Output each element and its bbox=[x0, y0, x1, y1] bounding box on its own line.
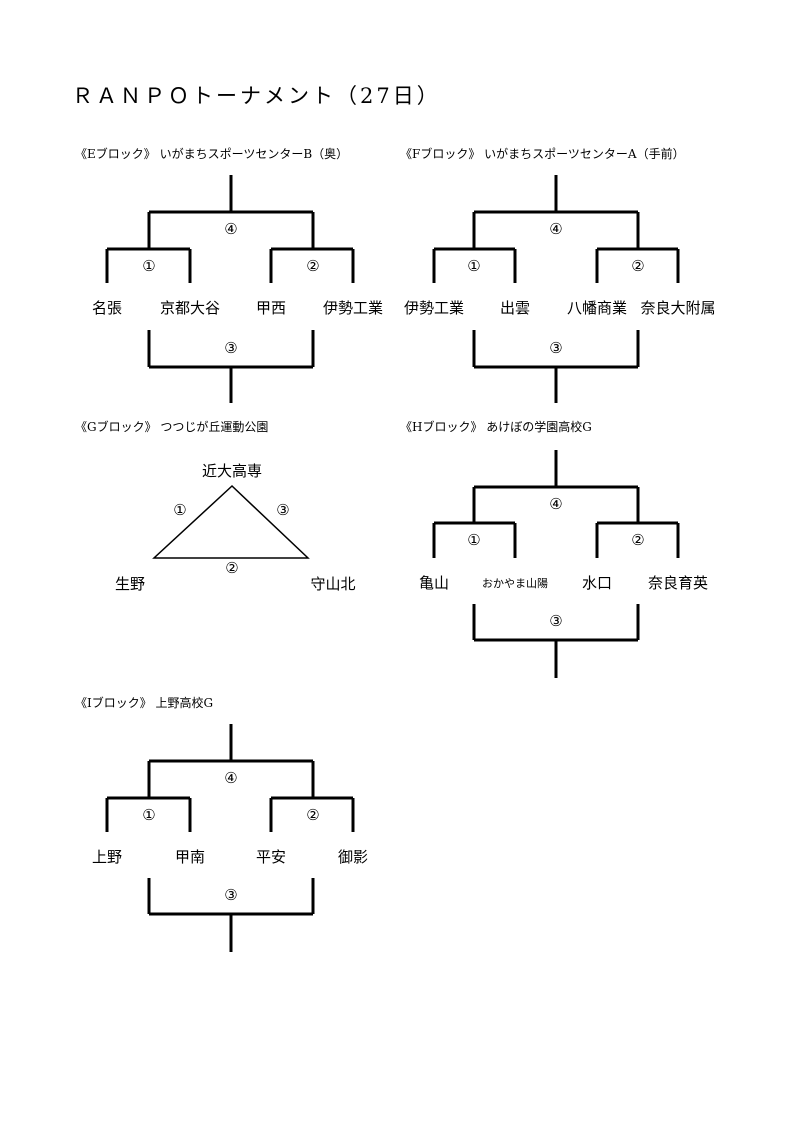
match-2-label: ② bbox=[225, 559, 239, 577]
team-label: 近大高専 bbox=[201, 462, 263, 480]
block-header: 《Fブロック》 いがまちスポーツセンターA（手前） bbox=[400, 147, 685, 161]
match-2-label: ② bbox=[631, 257, 645, 275]
team-label: 水口 bbox=[581, 574, 613, 592]
block-header: 《Gブロック》 つつじが丘運動公園 bbox=[75, 420, 269, 434]
block-header: 《Eブロック》 いがまちスポーツセンターB（奥） bbox=[75, 147, 349, 161]
team-label: 伊勢工業 bbox=[322, 299, 384, 317]
team-label: 奈良育英 bbox=[647, 574, 709, 592]
page-title: ＲＡＮＰＯトーナメント（27日） bbox=[72, 84, 441, 108]
bracket-lines bbox=[432, 450, 680, 678]
team-label: 御影 bbox=[337, 848, 369, 866]
match-4-label: ④ bbox=[224, 769, 238, 787]
match-4-label: ④ bbox=[549, 495, 563, 513]
team-label: 名張 bbox=[91, 299, 123, 317]
bracket-block-h: 《Hブロック》 あけぼの学園高校G ④ ① ② ③ 亀山 おかやま山陽 水口 奈… bbox=[400, 418, 710, 678]
team-label: 平安 bbox=[255, 848, 287, 866]
team-label: 守山北 bbox=[310, 575, 356, 593]
match-3-label: ③ bbox=[224, 886, 238, 904]
team-label: 甲西 bbox=[255, 299, 287, 317]
match-2-label: ② bbox=[306, 806, 320, 824]
team-label: 八幡商業 bbox=[566, 299, 628, 317]
team-label: 生野 bbox=[114, 575, 146, 593]
block-header: 《Iブロック》 上野高校G bbox=[75, 696, 214, 710]
team-label: おかやま山陽 bbox=[482, 577, 548, 590]
team-label: 京都大谷 bbox=[159, 299, 221, 317]
team-label: 伊勢工業 bbox=[403, 299, 465, 317]
team-label: 出雲 bbox=[499, 299, 531, 317]
team-label: 奈良大附属 bbox=[640, 299, 716, 317]
match-1-label: ① bbox=[173, 501, 187, 519]
match-4-label: ④ bbox=[224, 220, 238, 238]
block-header: 《Hブロック》 あけぼの学園高校G bbox=[400, 420, 592, 434]
bracket-lines bbox=[432, 175, 680, 403]
match-3-label: ③ bbox=[276, 501, 290, 519]
round-robin-triangle bbox=[152, 484, 310, 559]
match-2-label: ② bbox=[631, 531, 645, 549]
bracket-block-f: 《Fブロック》 いがまちスポーツセンターA（手前） ④ ① ② ③ 伊勢工業 出… bbox=[400, 145, 716, 405]
bracket-lines bbox=[105, 175, 355, 403]
match-1-label: ① bbox=[467, 257, 481, 275]
team-label: 甲南 bbox=[174, 848, 206, 866]
match-1-label: ① bbox=[142, 806, 156, 824]
bracket-block-i: 《Iブロック》 上野高校G ④ ① ② ③ 上野 甲南 平安 御影 bbox=[75, 694, 385, 954]
match-4-label: ④ bbox=[549, 220, 563, 238]
bracket-block-e: 《Eブロック》 いがまちスポーツセンターB（奥） ④ ① ② ③ 名張 京都大谷… bbox=[75, 145, 385, 405]
match-2-label: ② bbox=[306, 257, 320, 275]
match-3-label: ③ bbox=[549, 612, 563, 630]
match-1-label: ① bbox=[467, 531, 481, 549]
match-3-label: ③ bbox=[549, 339, 563, 357]
match-3-label: ③ bbox=[224, 339, 238, 357]
match-1-label: ① bbox=[142, 257, 156, 275]
team-label: 亀山 bbox=[418, 574, 450, 592]
team-label: 上野 bbox=[91, 848, 123, 866]
bracket-block-g: 《Gブロック》 つつじが丘運動公園 近大高専 生野 守山北 ① ③ ② bbox=[75, 418, 385, 678]
bracket-lines bbox=[105, 724, 355, 952]
